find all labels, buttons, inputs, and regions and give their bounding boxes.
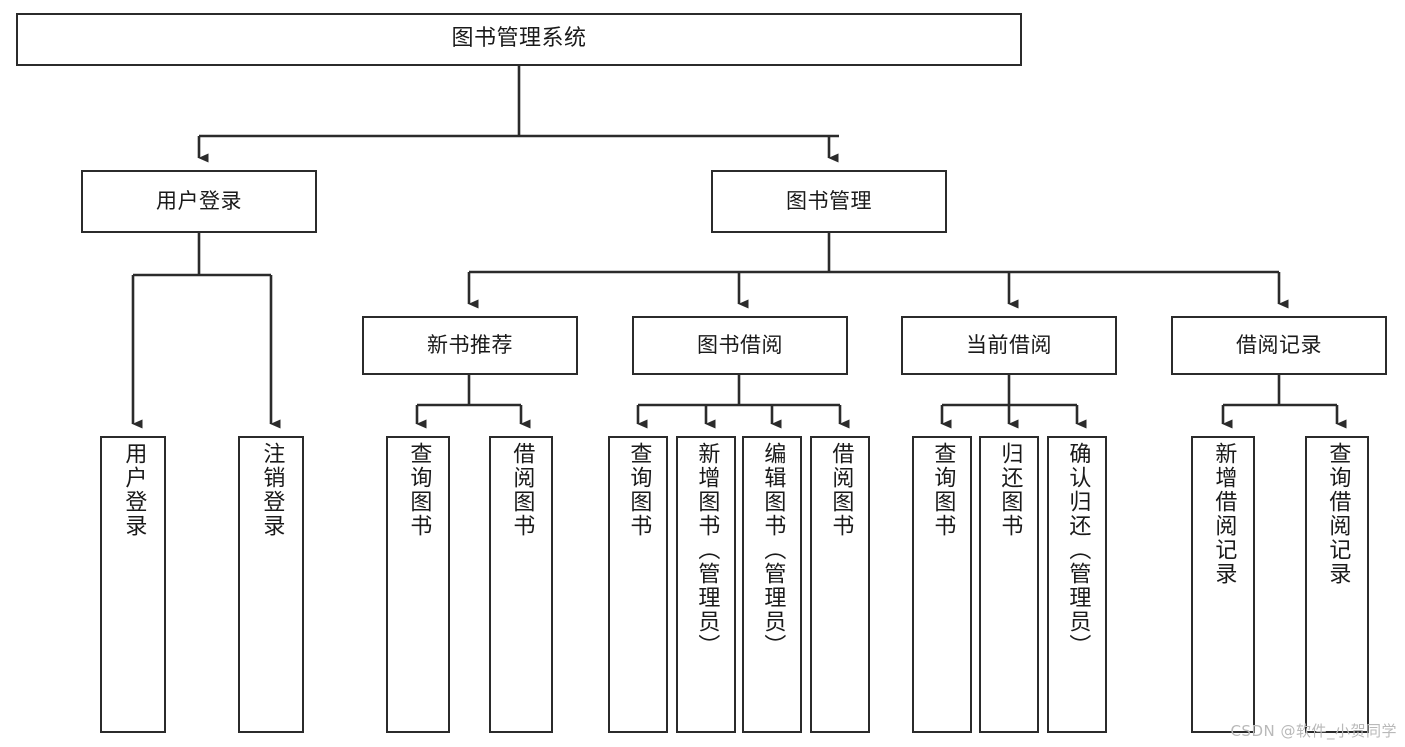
leaf-user-login-signout[interactable]: 注销登录 — [238, 436, 304, 733]
leaf-record-query-record[interactable]: 查询借阅记录 — [1305, 436, 1369, 733]
node-label: 查询图书 — [626, 442, 652, 538]
node-user-login[interactable]: 用户登录 — [81, 170, 317, 233]
node-label: 当前借阅 — [966, 332, 1052, 357]
leaf-user-login-signin[interactable]: 用户登录 — [100, 436, 166, 733]
node-label: 借阅图书 — [828, 442, 854, 538]
leaf-current-confirm-return-admin[interactable]: 确认归还（管理员） — [1047, 436, 1107, 733]
node-root-library-system[interactable]: 图书管理系统 — [16, 13, 1022, 66]
node-label: 用户登录 — [121, 442, 147, 538]
node-label: 查询图书 — [406, 442, 432, 538]
node-label: 确认归还（管理员） — [1065, 442, 1091, 658]
node-new-book-recommendation[interactable]: 新书推荐 — [362, 316, 578, 375]
leaf-current-return-book[interactable]: 归还图书 — [979, 436, 1039, 733]
node-book-borrowing[interactable]: 图书借阅 — [632, 316, 848, 375]
leaf-borrow-edit-book-admin[interactable]: 编辑图书（管理员） — [742, 436, 802, 733]
node-borrowing-records[interactable]: 借阅记录 — [1171, 316, 1387, 375]
node-label: 归还图书 — [997, 442, 1023, 538]
node-label: 用户登录 — [156, 188, 242, 213]
node-label: 新书推荐 — [427, 332, 513, 357]
node-book-management[interactable]: 图书管理 — [711, 170, 947, 233]
node-label: 新增借阅记录 — [1211, 442, 1237, 586]
node-label: 注销登录 — [259, 442, 285, 538]
node-label: 图书管理系统 — [451, 26, 587, 52]
leaf-new-book-query[interactable]: 查询图书 — [386, 436, 450, 733]
leaf-borrow-add-book-admin[interactable]: 新增图书（管理员） — [676, 436, 736, 733]
leaf-borrow-query-book[interactable]: 查询图书 — [608, 436, 668, 733]
node-label: 图书借阅 — [697, 332, 783, 357]
node-label: 查询借阅记录 — [1325, 442, 1351, 586]
leaf-borrow-borrow-book[interactable]: 借阅图书 — [810, 436, 870, 733]
node-label: 借阅图书 — [509, 442, 535, 538]
leaf-new-book-borrow[interactable]: 借阅图书 — [489, 436, 553, 733]
node-label: 借阅记录 — [1236, 332, 1322, 357]
node-label: 编辑图书（管理员） — [760, 442, 786, 658]
node-label: 新增图书（管理员） — [694, 442, 720, 658]
leaf-record-add-record[interactable]: 新增借阅记录 — [1191, 436, 1255, 733]
node-label: 图书管理 — [786, 188, 872, 213]
node-label: 查询图书 — [930, 442, 956, 538]
leaf-current-query-book[interactable]: 查询图书 — [912, 436, 972, 733]
node-current-borrowing[interactable]: 当前借阅 — [901, 316, 1117, 375]
